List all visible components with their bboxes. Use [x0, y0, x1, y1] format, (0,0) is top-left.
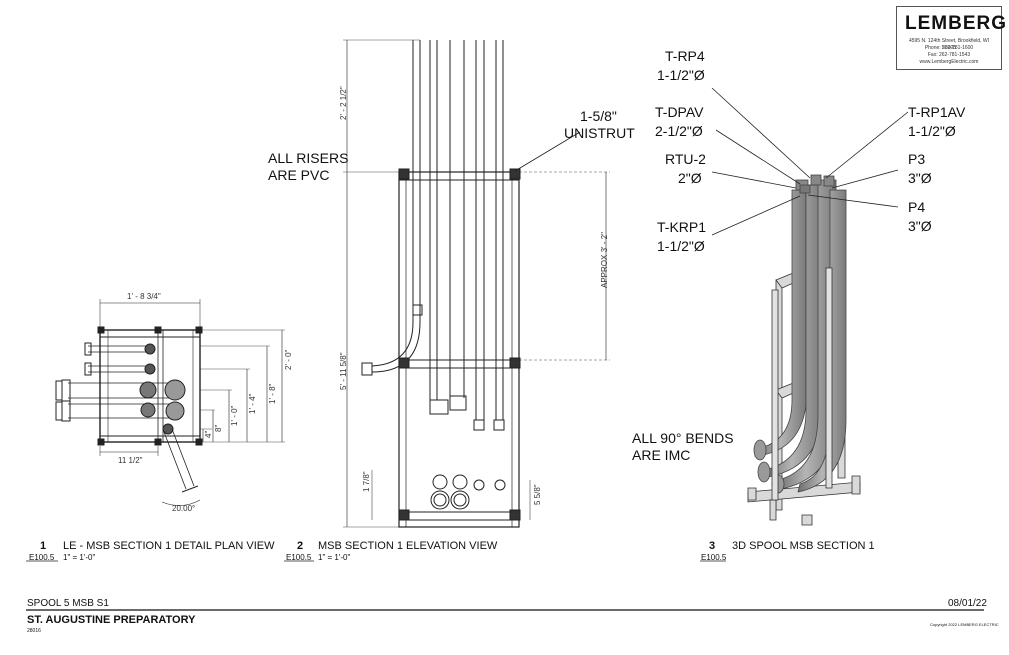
callout-risers-line2: ARE PVC — [268, 167, 330, 183]
project-name: ST. AUGUSTINE PREPARATORY — [27, 614, 196, 626]
label-t-rp1av-size: 1-1/2"Ø — [908, 123, 956, 139]
elev-dim-top: 2' - 2 1/2" — [339, 86, 348, 120]
callout-bends-line1: ALL 90° BENDS — [632, 430, 734, 446]
plan-dim-right-c: 1' - 4" — [248, 393, 257, 414]
callout-unistrut-line1: 1-5/8" — [580, 108, 617, 124]
label-rtu-2-size: 2"Ø — [678, 170, 702, 186]
view2-sheet-ref: E100.5 — [286, 553, 312, 562]
label-t-dpav-size: 2-1/2"Ø — [655, 123, 703, 139]
company-web: www.LembergElectric.com — [919, 59, 979, 65]
job-number: 28016 — [27, 628, 41, 634]
label-p4-name: P4 — [908, 199, 926, 215]
view3-number: 3 — [709, 540, 716, 552]
elev-dim-approx: APPROX 3' - 2" — [600, 232, 609, 288]
copyright-note: Copyright 2022 LEMBERG ELECTRIC — [930, 622, 999, 627]
label-t-rp4-size: 1-1/2"Ø — [657, 67, 705, 83]
company-logo: LEMBERG — [905, 13, 1007, 34]
callout-bends-line2: ARE IMC — [632, 447, 691, 463]
plan-dim-right-b: 1' - 8" — [268, 383, 277, 404]
label-p4-size: 3"Ø — [908, 218, 932, 234]
label-p3-name: P3 — [908, 151, 926, 167]
label-t-rp1av-name: T-RP1AV — [908, 104, 966, 120]
elev-dim-bottom-right: 5 5/8" — [533, 484, 542, 505]
plan-dim-right-d: 1' - 0" — [230, 405, 239, 426]
view2-title: MSB SECTION 1 ELEVATION VIEW — [318, 540, 498, 552]
elev-dim-bottom-left: 1 7/8" — [362, 471, 371, 492]
view1-sheet-ref: E100.5 — [29, 553, 55, 562]
view1-title: LE - MSB SECTION 1 DETAIL PLAN VIEW — [63, 540, 275, 552]
label-rtu-2-name: RTU-2 — [665, 151, 706, 167]
company-address: 4595 N. 124th Street, Brookfield, WI 530… — [908, 38, 990, 51]
plan-view-drawing — [26, 299, 285, 562]
plan-dim-angle: 20.00° — [172, 504, 196, 513]
plan-dim-right-e: 4" — [204, 430, 213, 438]
plan-dim-right-a: 2' - 0" — [284, 349, 293, 370]
label-t-krp1-size: 1-1/2"Ø — [657, 238, 705, 254]
callout-unistrut-line2: UNISTRUT — [564, 125, 635, 141]
company-phone: Phone: 262-781-1600 — [924, 45, 974, 51]
label-t-dpav-name: T-DPAV — [655, 104, 704, 120]
company-logo-block: LEMBERG 4595 N. 124th Street, Brookfield… — [896, 6, 1006, 70]
label-t-rp4-name: T-RP4 — [665, 48, 705, 64]
view3-sheet-ref: E100.5 — [701, 553, 727, 562]
plan-dim-top: 1' - 8 3/4" — [127, 292, 161, 301]
elev-dim-left: 5' - 11 5/8" — [339, 352, 348, 390]
company-fax: Fax: 262-781-1543 — [927, 52, 971, 58]
label-t-krp1-name: T-KRP1 — [657, 219, 707, 235]
view3-title: 3D SPOOL MSB SECTION 1 — [732, 540, 875, 552]
view1-number: 1 — [40, 540, 47, 552]
plan-dim-right-f: 8" — [214, 424, 223, 432]
view2-scale: 1" = 1'-0" — [318, 553, 351, 562]
view1-scale: 1" = 1'-0" — [63, 553, 96, 562]
label-p3-size: 3"Ø — [908, 170, 932, 186]
spool-3d-drawing — [700, 87, 909, 562]
plan-dim-bottom: 11 1/2" — [118, 456, 143, 465]
drawing-date: 08/01/22 — [948, 598, 987, 609]
view2-number: 2 — [297, 540, 304, 552]
spool-label: SPOOL 5 MSB S1 — [27, 598, 109, 609]
callout-risers-line1: ALL RISERS — [268, 150, 349, 166]
elevation-view-drawing — [284, 39, 610, 562]
